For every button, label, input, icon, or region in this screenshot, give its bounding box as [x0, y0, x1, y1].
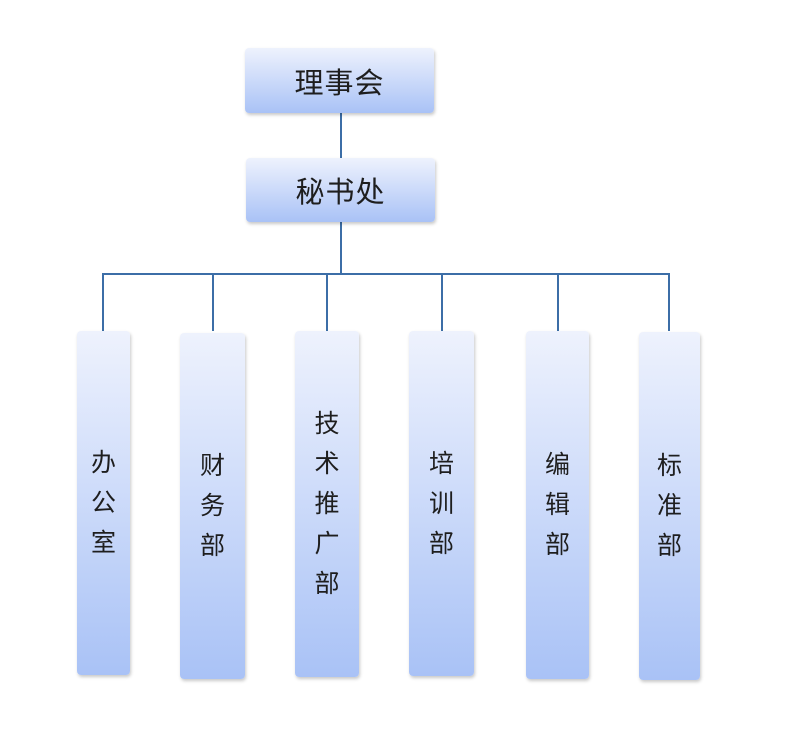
- connector-to-training: [441, 273, 443, 331]
- department-office-label: 办公室: [90, 448, 116, 557]
- connector-to-standards: [668, 273, 670, 331]
- department-tech-promotion-node: 技术推广部: [295, 331, 359, 677]
- connector-board-secretariat: [340, 113, 342, 159]
- connector-to-office: [102, 273, 104, 331]
- department-editorial-label: 编辑部: [544, 450, 570, 559]
- department-editorial-node: 编辑部: [526, 331, 589, 679]
- department-standards-label: 标准部: [656, 451, 682, 560]
- department-office-node: 办公室: [77, 331, 130, 675]
- department-finance-node: 财务部: [180, 333, 245, 679]
- department-tech-promotion-label: 技术推广部: [314, 409, 340, 598]
- connector-horizontal-bus: [102, 273, 670, 275]
- board-node: 理事会: [245, 48, 434, 113]
- department-standards-node: 标准部: [639, 332, 700, 680]
- connector-to-tech-promotion: [326, 273, 328, 331]
- department-training-label: 培训部: [428, 448, 454, 558]
- connector-to-editorial: [557, 273, 559, 331]
- secretariat-node: 秘书处: [246, 158, 435, 222]
- connector-secretariat-bus: [340, 222, 342, 274]
- department-training-node: 培训部: [409, 331, 474, 676]
- board-label: 理事会: [294, 65, 385, 100]
- department-finance-label: 财务部: [199, 451, 225, 560]
- connector-to-finance: [212, 273, 214, 331]
- secretariat-label: 秘书处: [295, 175, 386, 209]
